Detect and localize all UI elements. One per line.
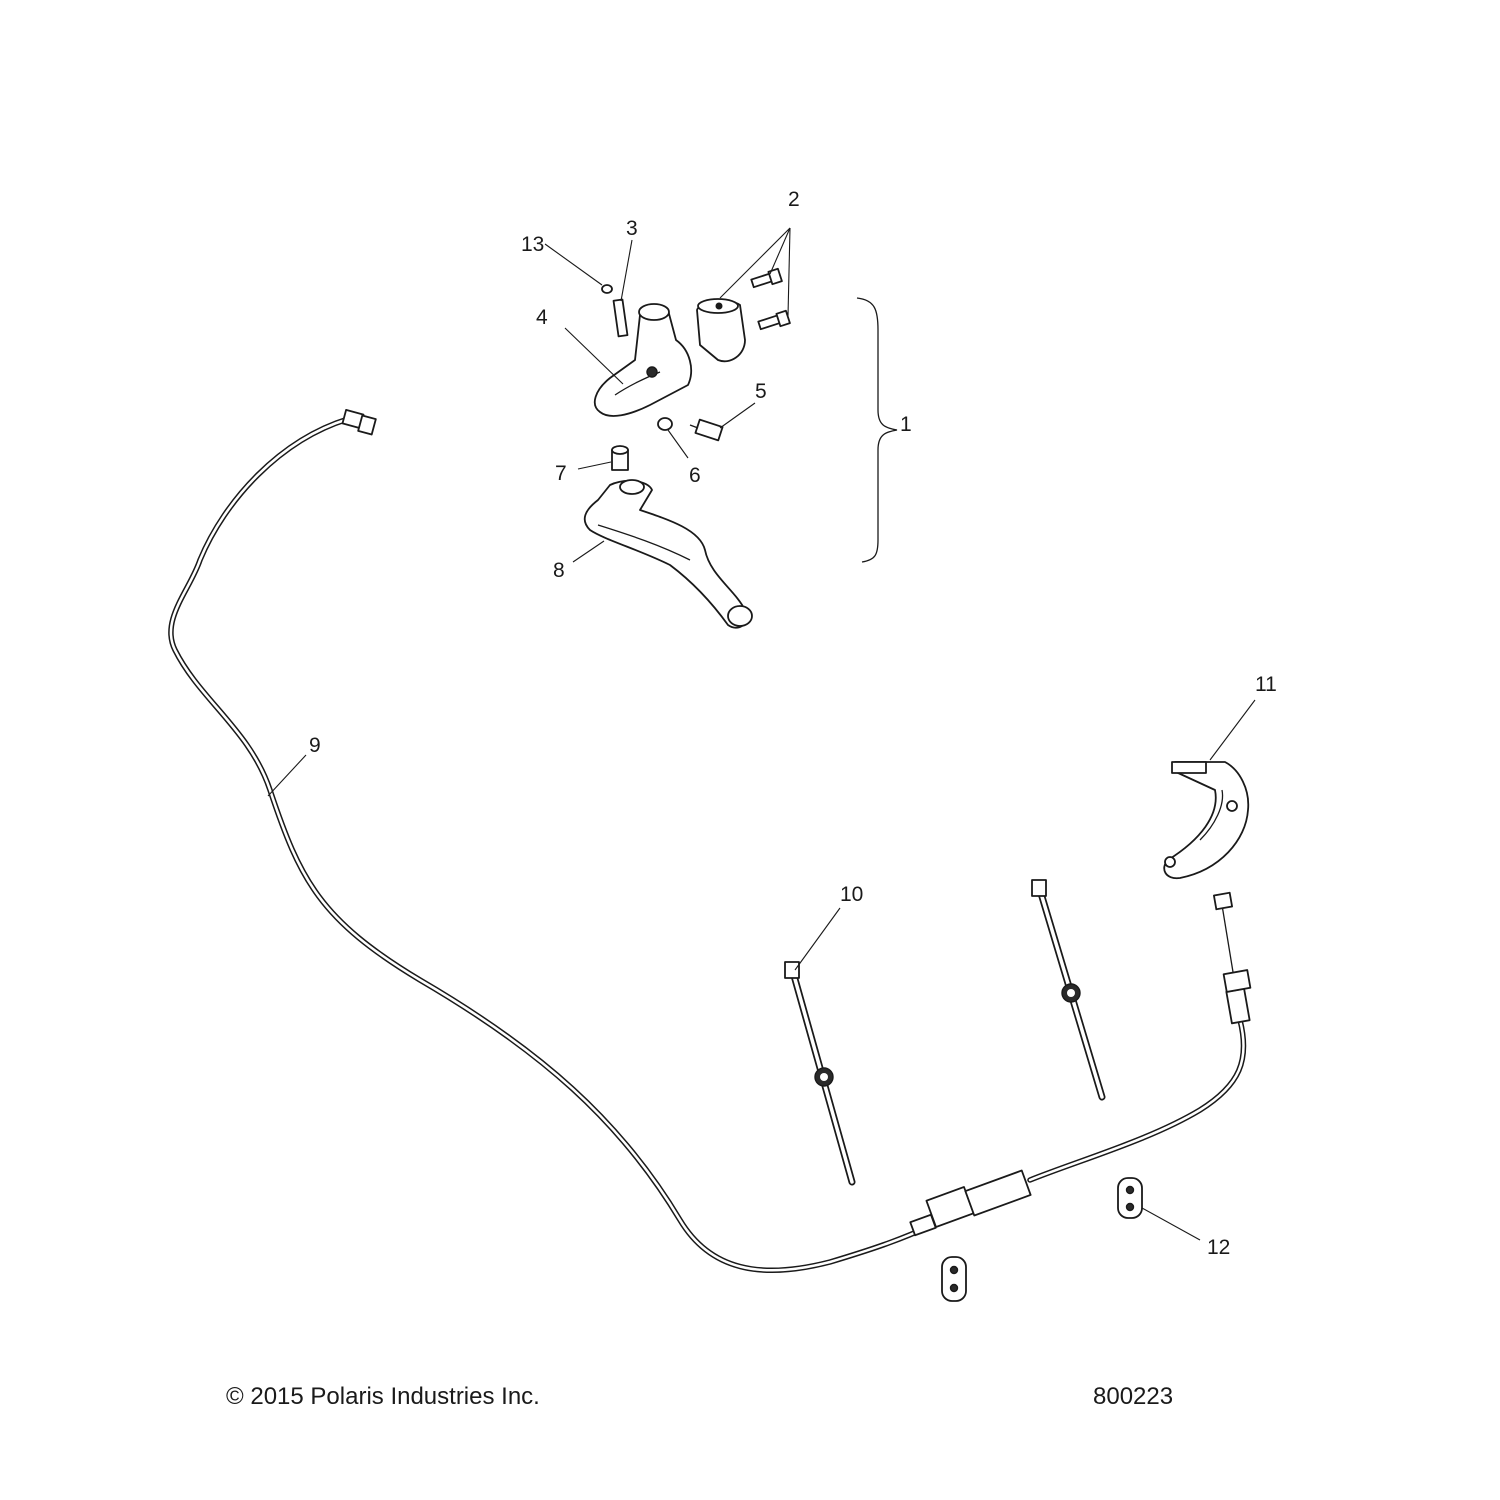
copyright-notice: © 2015 Polaris Industries Inc. [226, 1383, 540, 1410]
hand-lever [583, 479, 753, 629]
callout-13: 13 [521, 233, 544, 256]
drawing-number: 800223 [1093, 1383, 1174, 1410]
rod-left [784, 961, 856, 1186]
callout-4: 4 [536, 306, 548, 329]
screw-upper [750, 267, 783, 289]
callout-6: 6 [689, 464, 701, 487]
mounting-bracket [1163, 761, 1250, 880]
assembly-brace [856, 297, 898, 563]
callout-10: 10 [840, 883, 863, 906]
callout-3: 3 [626, 217, 638, 240]
nut [657, 417, 673, 431]
plate-upper [1117, 1177, 1143, 1219]
callout-12: 12 [1207, 1236, 1230, 1259]
callout-11: 11 [1255, 673, 1277, 696]
leader-lines [267, 227, 1256, 1241]
callout-9: 9 [309, 734, 321, 757]
lever-perch [593, 303, 692, 417]
pin [612, 298, 629, 338]
callout-2: 2 [788, 188, 800, 211]
rod-right [1031, 879, 1106, 1101]
plate-lower [941, 1256, 967, 1302]
screw-lower [757, 309, 791, 331]
bushing [611, 445, 629, 471]
cable-assembly [168, 409, 1252, 1274]
callout-1: 1 [900, 413, 912, 436]
pin-cap [601, 284, 613, 294]
callout-5: 5 [755, 380, 767, 403]
callout-8: 8 [553, 559, 565, 582]
clamp [696, 298, 746, 363]
pivot-bolt [689, 418, 724, 442]
callout-7: 7 [555, 462, 567, 485]
